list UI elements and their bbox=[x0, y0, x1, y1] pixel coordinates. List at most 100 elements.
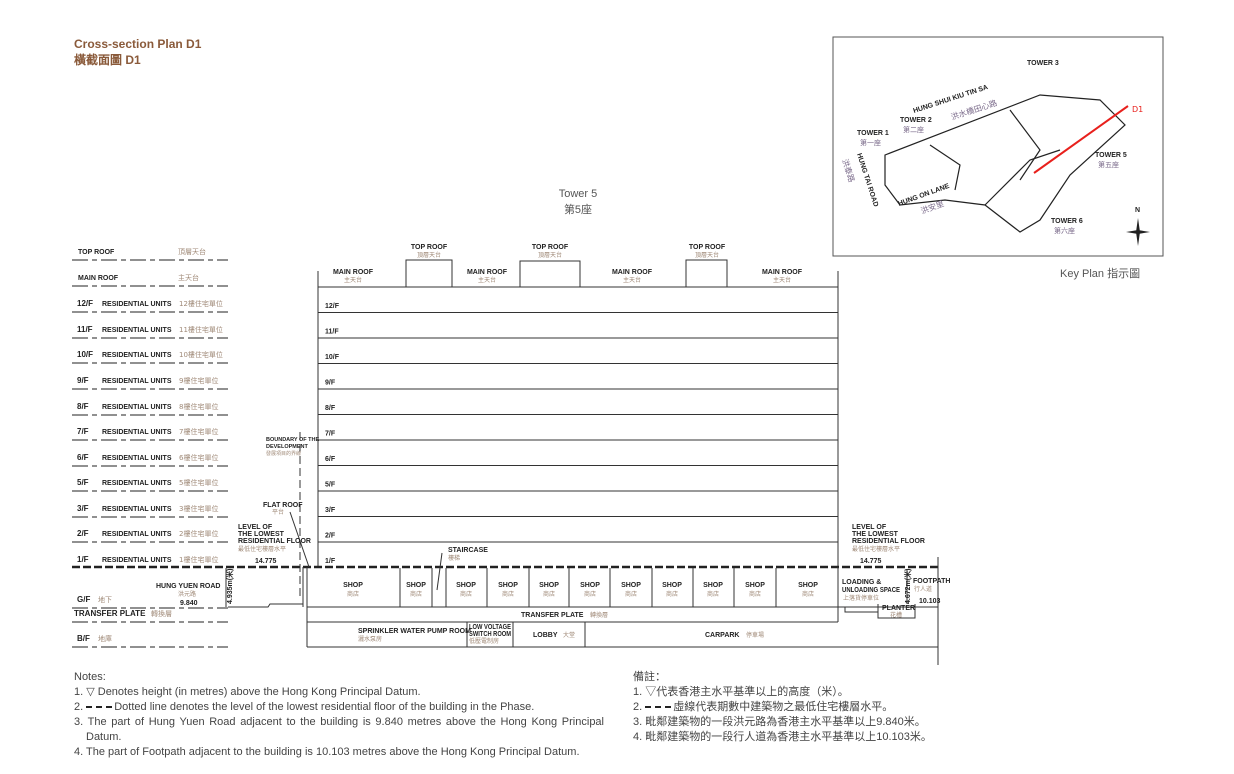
section-line-icon bbox=[1033, 105, 1129, 174]
level-name: MAIN ROOF bbox=[78, 275, 119, 282]
title-zh: 橫截面圖 D1 bbox=[74, 53, 141, 67]
level-code: 5/F bbox=[77, 478, 89, 487]
level-code: 2/F bbox=[77, 529, 89, 538]
dashed-line-icon bbox=[645, 706, 672, 709]
level-code: 8/F bbox=[77, 402, 89, 411]
shop-label-zh: 商店 bbox=[347, 590, 359, 598]
svg-text:N: N bbox=[1135, 207, 1140, 214]
key-plan-tower-label: TOWER 3 bbox=[1027, 60, 1059, 67]
notes-heading: Notes: bbox=[74, 671, 106, 683]
shop-label-zh: 商店 bbox=[502, 590, 514, 598]
floor-label: 5/F bbox=[325, 482, 336, 489]
basement-rooms: SPRINKLER WATER PUMP ROOM 灑水泵房 LOW VOLTA… bbox=[358, 624, 764, 645]
key-plan-tower-label: TOWER 6 bbox=[1051, 218, 1083, 225]
floor-label: 6/F bbox=[325, 456, 336, 463]
svg-text:HUNG YUEN ROAD: HUNG YUEN ROAD bbox=[156, 583, 220, 590]
svg-text:THE LOWEST: THE LOWEST bbox=[852, 531, 899, 538]
key-plan-tower-label-zh: 第六座 bbox=[1054, 226, 1075, 235]
svg-text:14.775: 14.775 bbox=[860, 558, 882, 565]
tower-heading: Tower 5 第5座 bbox=[530, 186, 626, 218]
svg-text:最低住宅樓層水平: 最低住宅樓層水平 bbox=[238, 545, 286, 553]
dashed-line-icon bbox=[86, 706, 113, 709]
shop-label-zh: 商店 bbox=[749, 590, 761, 598]
svg-text:灑水泵房: 灑水泵房 bbox=[358, 635, 382, 643]
key-plan-tower-label: TOWER 1 bbox=[857, 130, 889, 137]
note-item: 4. The part of Footpath adjacent to the … bbox=[74, 746, 580, 758]
svg-text:大堂: 大堂 bbox=[563, 631, 575, 639]
level-name-zh: 頂層天台 bbox=[178, 247, 206, 256]
svg-text:上落貨停車位: 上落貨停車位 bbox=[843, 594, 879, 602]
level-name-zh: 轉換層 bbox=[151, 609, 172, 618]
main-roof-label: MAIN ROOF bbox=[762, 269, 803, 276]
key-plan-tower-label-zh: 第一座 bbox=[860, 138, 881, 147]
svg-text:花槽: 花槽 bbox=[890, 611, 902, 619]
building-outline bbox=[72, 259, 940, 665]
svg-text:停車場: 停車場 bbox=[746, 631, 764, 639]
shop-row: SHOP商店SHOP商店SHOP商店SHOP商店SHOP商店SHOP商店SHOP… bbox=[343, 568, 818, 607]
svg-text:THE LOWEST: THE LOWEST bbox=[238, 531, 285, 538]
svg-text:4.935m(米): 4.935m(米) bbox=[225, 569, 234, 604]
level-name: TOP ROOF bbox=[78, 249, 115, 256]
level-use: RESIDENTIAL UNITS bbox=[102, 327, 172, 334]
svg-text:LEVEL OF: LEVEL OF bbox=[238, 524, 273, 531]
key-plan-tower-label: TOWER 2 bbox=[900, 117, 932, 124]
svg-text:SWITCH ROOM: SWITCH ROOM bbox=[469, 631, 511, 638]
building-floors: 12/F11/F10/F9/F8/F7/F6/F5/F3/F2/F1/F bbox=[318, 303, 838, 565]
main-roof-label-zh: 主天台 bbox=[344, 276, 362, 284]
level-code: 10/F bbox=[77, 350, 93, 359]
note-item: 2. 虛線代表期數中建築物之最低住宅樓層水平。 bbox=[633, 701, 894, 713]
shop-label: SHOP bbox=[745, 582, 765, 589]
svg-text:STAIRCASE: STAIRCASE bbox=[448, 547, 488, 554]
note-item: 2. Dotted line denotes the level of the … bbox=[74, 701, 535, 713]
level-use: RESIDENTIAL UNITS bbox=[102, 480, 172, 487]
floor-label: 11/F bbox=[325, 329, 339, 336]
level-use-zh: 10樓住宅單位 bbox=[179, 350, 223, 359]
key-plan-label: Key Plan 指示圖 bbox=[1060, 268, 1141, 280]
shop-label-zh: 商店 bbox=[460, 590, 472, 598]
level-row: TRANSFER PLATE 轉換層 bbox=[72, 609, 228, 623]
svg-text:10.103: 10.103 bbox=[919, 598, 941, 605]
svg-text:洪元路: 洪元路 bbox=[178, 590, 196, 598]
shop-label: SHOP bbox=[580, 582, 600, 589]
transfer-plate-label: TRANSFER PLATE 轉換層 bbox=[521, 611, 608, 619]
level-use: RESIDENTIAL UNITS bbox=[102, 455, 172, 462]
page-title: Cross-section Plan D1 橫截面圖 D1 bbox=[74, 36, 201, 68]
svg-text:平台: 平台 bbox=[272, 508, 284, 516]
level-use-zh: 12樓住宅單位 bbox=[179, 299, 223, 308]
key-plan-tower-label: TOWER 5 bbox=[1095, 152, 1127, 159]
level-use: RESIDENTIAL UNITS bbox=[102, 506, 172, 513]
svg-text:低壓電制房: 低壓電制房 bbox=[469, 637, 499, 645]
shop-label-zh: 商店 bbox=[584, 590, 596, 598]
svg-text:最低住宅樓層水平: 最低住宅樓層水平 bbox=[852, 545, 900, 553]
note-item: 1. ▽代表香港主水平基準以上的高度（米）。 bbox=[633, 686, 849, 698]
key-plan-tower-label-zh: 第二座 bbox=[903, 125, 924, 134]
level-code: 3/F bbox=[77, 504, 89, 513]
level-code: G/F bbox=[77, 595, 90, 604]
level-code: 12/F bbox=[77, 299, 93, 308]
tower-zh: 第5座 bbox=[563, 204, 593, 216]
svg-text:LOBBY: LOBBY bbox=[533, 632, 558, 639]
level-use-zh: 6樓住宅單位 bbox=[179, 453, 218, 462]
level-row: 5/F RESIDENTIAL UNITS 5樓住宅單位 bbox=[72, 478, 228, 492]
floor-label: 3/F bbox=[325, 507, 336, 514]
level-use-zh: 8樓住宅單位 bbox=[179, 402, 218, 411]
level-use-zh: 5樓住宅單位 bbox=[179, 478, 218, 487]
floor-label: 8/F bbox=[325, 405, 336, 412]
level-code: TRANSFER PLATE bbox=[74, 609, 146, 618]
svg-text:D1: D1 bbox=[1132, 105, 1143, 114]
floor-label: 9/F bbox=[325, 380, 336, 387]
svg-text:發展項目的界線: 發展項目的界線 bbox=[266, 450, 301, 457]
level-use-zh: 3樓住宅單位 bbox=[179, 504, 218, 513]
note-item: 3. The part of Hung Yuen Road adjacent t… bbox=[74, 716, 604, 743]
top-roof-label-zh: 頂層天台 bbox=[695, 251, 719, 259]
level-use: RESIDENTIAL UNITS bbox=[102, 429, 172, 436]
